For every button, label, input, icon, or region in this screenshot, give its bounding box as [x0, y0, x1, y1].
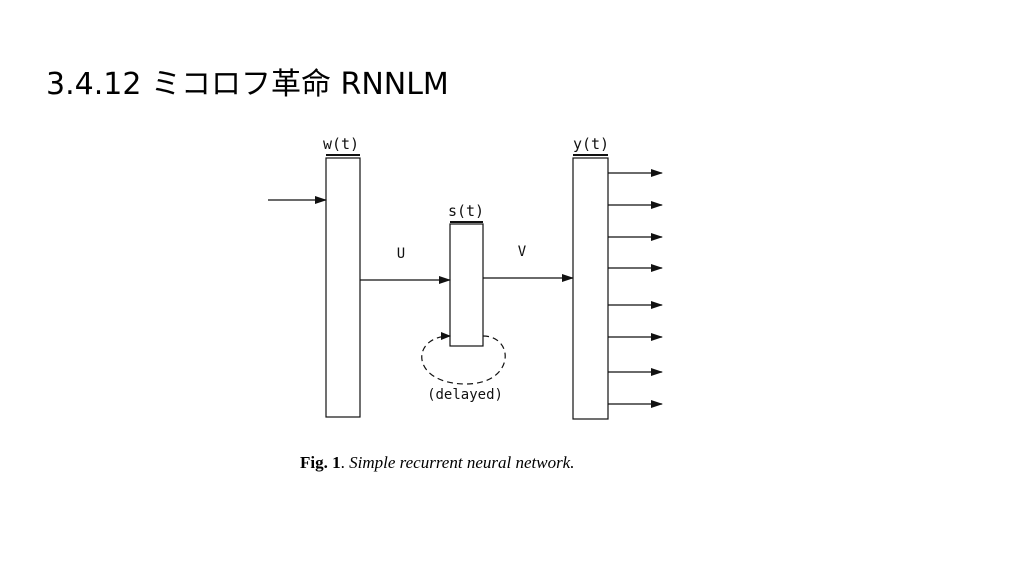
figure-caption: Fig. 1. Simple recurrent neural network.: [300, 453, 574, 472]
input-layer-box: [325, 157, 361, 418]
recurrent-loop: [421, 332, 506, 385]
weight-v-label: V: [518, 244, 527, 260]
slide-title: 3.4.12 ミコロフ革命 RNNLM: [46, 67, 449, 102]
delayed-label: (delayed): [427, 387, 503, 403]
output-layer-box: [572, 157, 609, 420]
hidden-layer-label: s(t): [448, 202, 484, 220]
weight-u-label: U: [397, 246, 405, 262]
output-arrows: [608, 169, 663, 408]
caption-separator: .: [341, 453, 350, 472]
hidden-layer-box: [449, 223, 484, 347]
output-layer-label: y(t): [573, 135, 609, 153]
caption-text: Simple recurrent neural network.: [349, 453, 574, 472]
input-layer-label: w(t): [323, 135, 359, 153]
caption-label: Fig. 1: [300, 453, 341, 472]
